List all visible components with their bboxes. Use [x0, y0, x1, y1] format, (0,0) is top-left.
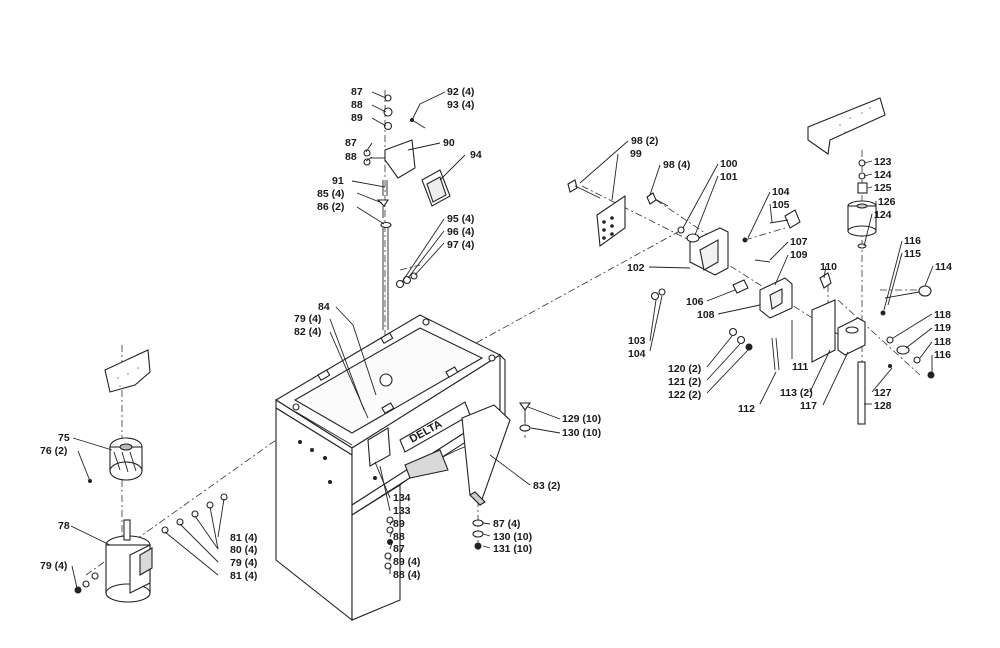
callout-label: 87	[393, 543, 405, 555]
callout-label: 123	[874, 156, 892, 168]
callout-label: 85 (4)	[317, 188, 344, 200]
callout-label: 89	[393, 518, 405, 530]
callout-label: 76 (2)	[40, 445, 67, 457]
callout-label: 96 (4)	[447, 226, 474, 238]
callout-label: 121 (2)	[668, 376, 701, 388]
motor-assembly	[74, 349, 228, 603]
callout-label: 104	[628, 348, 646, 360]
callout-label: 79 (4)	[294, 313, 321, 325]
callout-label: 84	[318, 301, 330, 313]
callout-label: 95 (4)	[447, 213, 474, 225]
callout-label: 88	[351, 99, 363, 111]
leg-brace-assembly	[384, 402, 532, 570]
callout-label: 87 (4)	[493, 518, 520, 530]
callout-label: 86 (2)	[317, 201, 344, 213]
callout-label: 112	[738, 403, 755, 415]
callout-label: 133	[393, 505, 411, 517]
callout-label: 124	[874, 169, 892, 181]
callout-label: 124	[874, 209, 892, 221]
callout-label: 113 (2)	[780, 387, 813, 399]
callout-label: 83 (2)	[533, 480, 560, 492]
callout-label: 89	[351, 112, 363, 124]
callout-label: 109	[790, 249, 808, 261]
callout-label: 122 (2)	[668, 389, 701, 401]
upper-guard-hardware	[363, 94, 451, 330]
callout-label: 94	[470, 149, 482, 161]
callout-label: 120 (2)	[668, 363, 701, 375]
callout-label: 79 (4)	[40, 560, 67, 572]
leader-lines	[70, 91, 934, 589]
stand-base: DELTA	[274, 314, 506, 622]
callout-label: 116	[904, 235, 921, 247]
callout-label: 82 (4)	[294, 326, 321, 338]
callout-label: 130 (10)	[562, 427, 601, 439]
callout-label: 87	[351, 86, 363, 98]
callout-label: 79 (4)	[230, 557, 257, 569]
callout-label: 104	[772, 186, 790, 198]
callout-label: 126	[878, 196, 896, 208]
callout-label: 99	[630, 148, 642, 160]
callout-label: 107	[790, 236, 808, 248]
right-guide-assembly	[807, 97, 935, 425]
callout-label: 88	[345, 151, 357, 163]
callout-label: 98 (2)	[631, 135, 658, 147]
guide-bracket-assembly	[650, 209, 832, 371]
callout-label: 89 (4)	[393, 556, 420, 568]
callout-label: 98 (4)	[663, 159, 690, 171]
callout-label: 93 (4)	[447, 99, 474, 111]
callout-label: 110	[820, 261, 837, 273]
callout-label: 131 (10)	[493, 543, 532, 555]
callout-label: 87	[345, 137, 357, 149]
callout-label: 88 (4)	[393, 569, 420, 581]
callout-label: 102	[627, 262, 645, 274]
callout-label: 117	[800, 400, 817, 412]
callout-label: 134	[393, 492, 411, 504]
callout-label: 80 (4)	[230, 544, 257, 556]
callout-label: 128	[874, 400, 892, 412]
callout-label: 108	[697, 309, 715, 321]
callout-label: 81 (4)	[230, 570, 257, 582]
callout-label: 111	[792, 361, 809, 373]
callout-label: 101	[720, 171, 738, 183]
callout-label: 90	[443, 137, 455, 149]
callout-label: 114	[935, 261, 952, 273]
callout-label: 92 (4)	[447, 86, 474, 98]
callout-label: 118	[934, 336, 951, 348]
callout-label: 91	[332, 175, 344, 187]
callout-label: 97 (4)	[447, 239, 474, 251]
callout-label: 106	[686, 296, 704, 308]
callout-label: 100	[720, 158, 738, 170]
callout-label: 75	[58, 432, 70, 444]
callout-label: 88	[393, 531, 405, 543]
callout-label: 81 (4)	[230, 532, 257, 544]
callout-label: 103	[628, 335, 646, 347]
callout-label: 116	[934, 349, 951, 361]
callout-label: 130 (10)	[493, 531, 532, 543]
callout-label: 105	[772, 199, 790, 211]
callout-labels: 87 88 89 92 (4) 93 (4) 87 88 90 94 91 85…	[40, 86, 952, 582]
callout-label: 78	[58, 520, 70, 532]
callout-label: 118	[934, 309, 951, 321]
callout-label: 129 (10)	[562, 413, 601, 425]
callout-label: 115	[904, 248, 921, 260]
mount-plate-99	[567, 179, 669, 248]
callout-label: 119	[934, 322, 951, 334]
callout-label: 127	[874, 387, 892, 399]
callout-label: 125	[874, 182, 892, 194]
